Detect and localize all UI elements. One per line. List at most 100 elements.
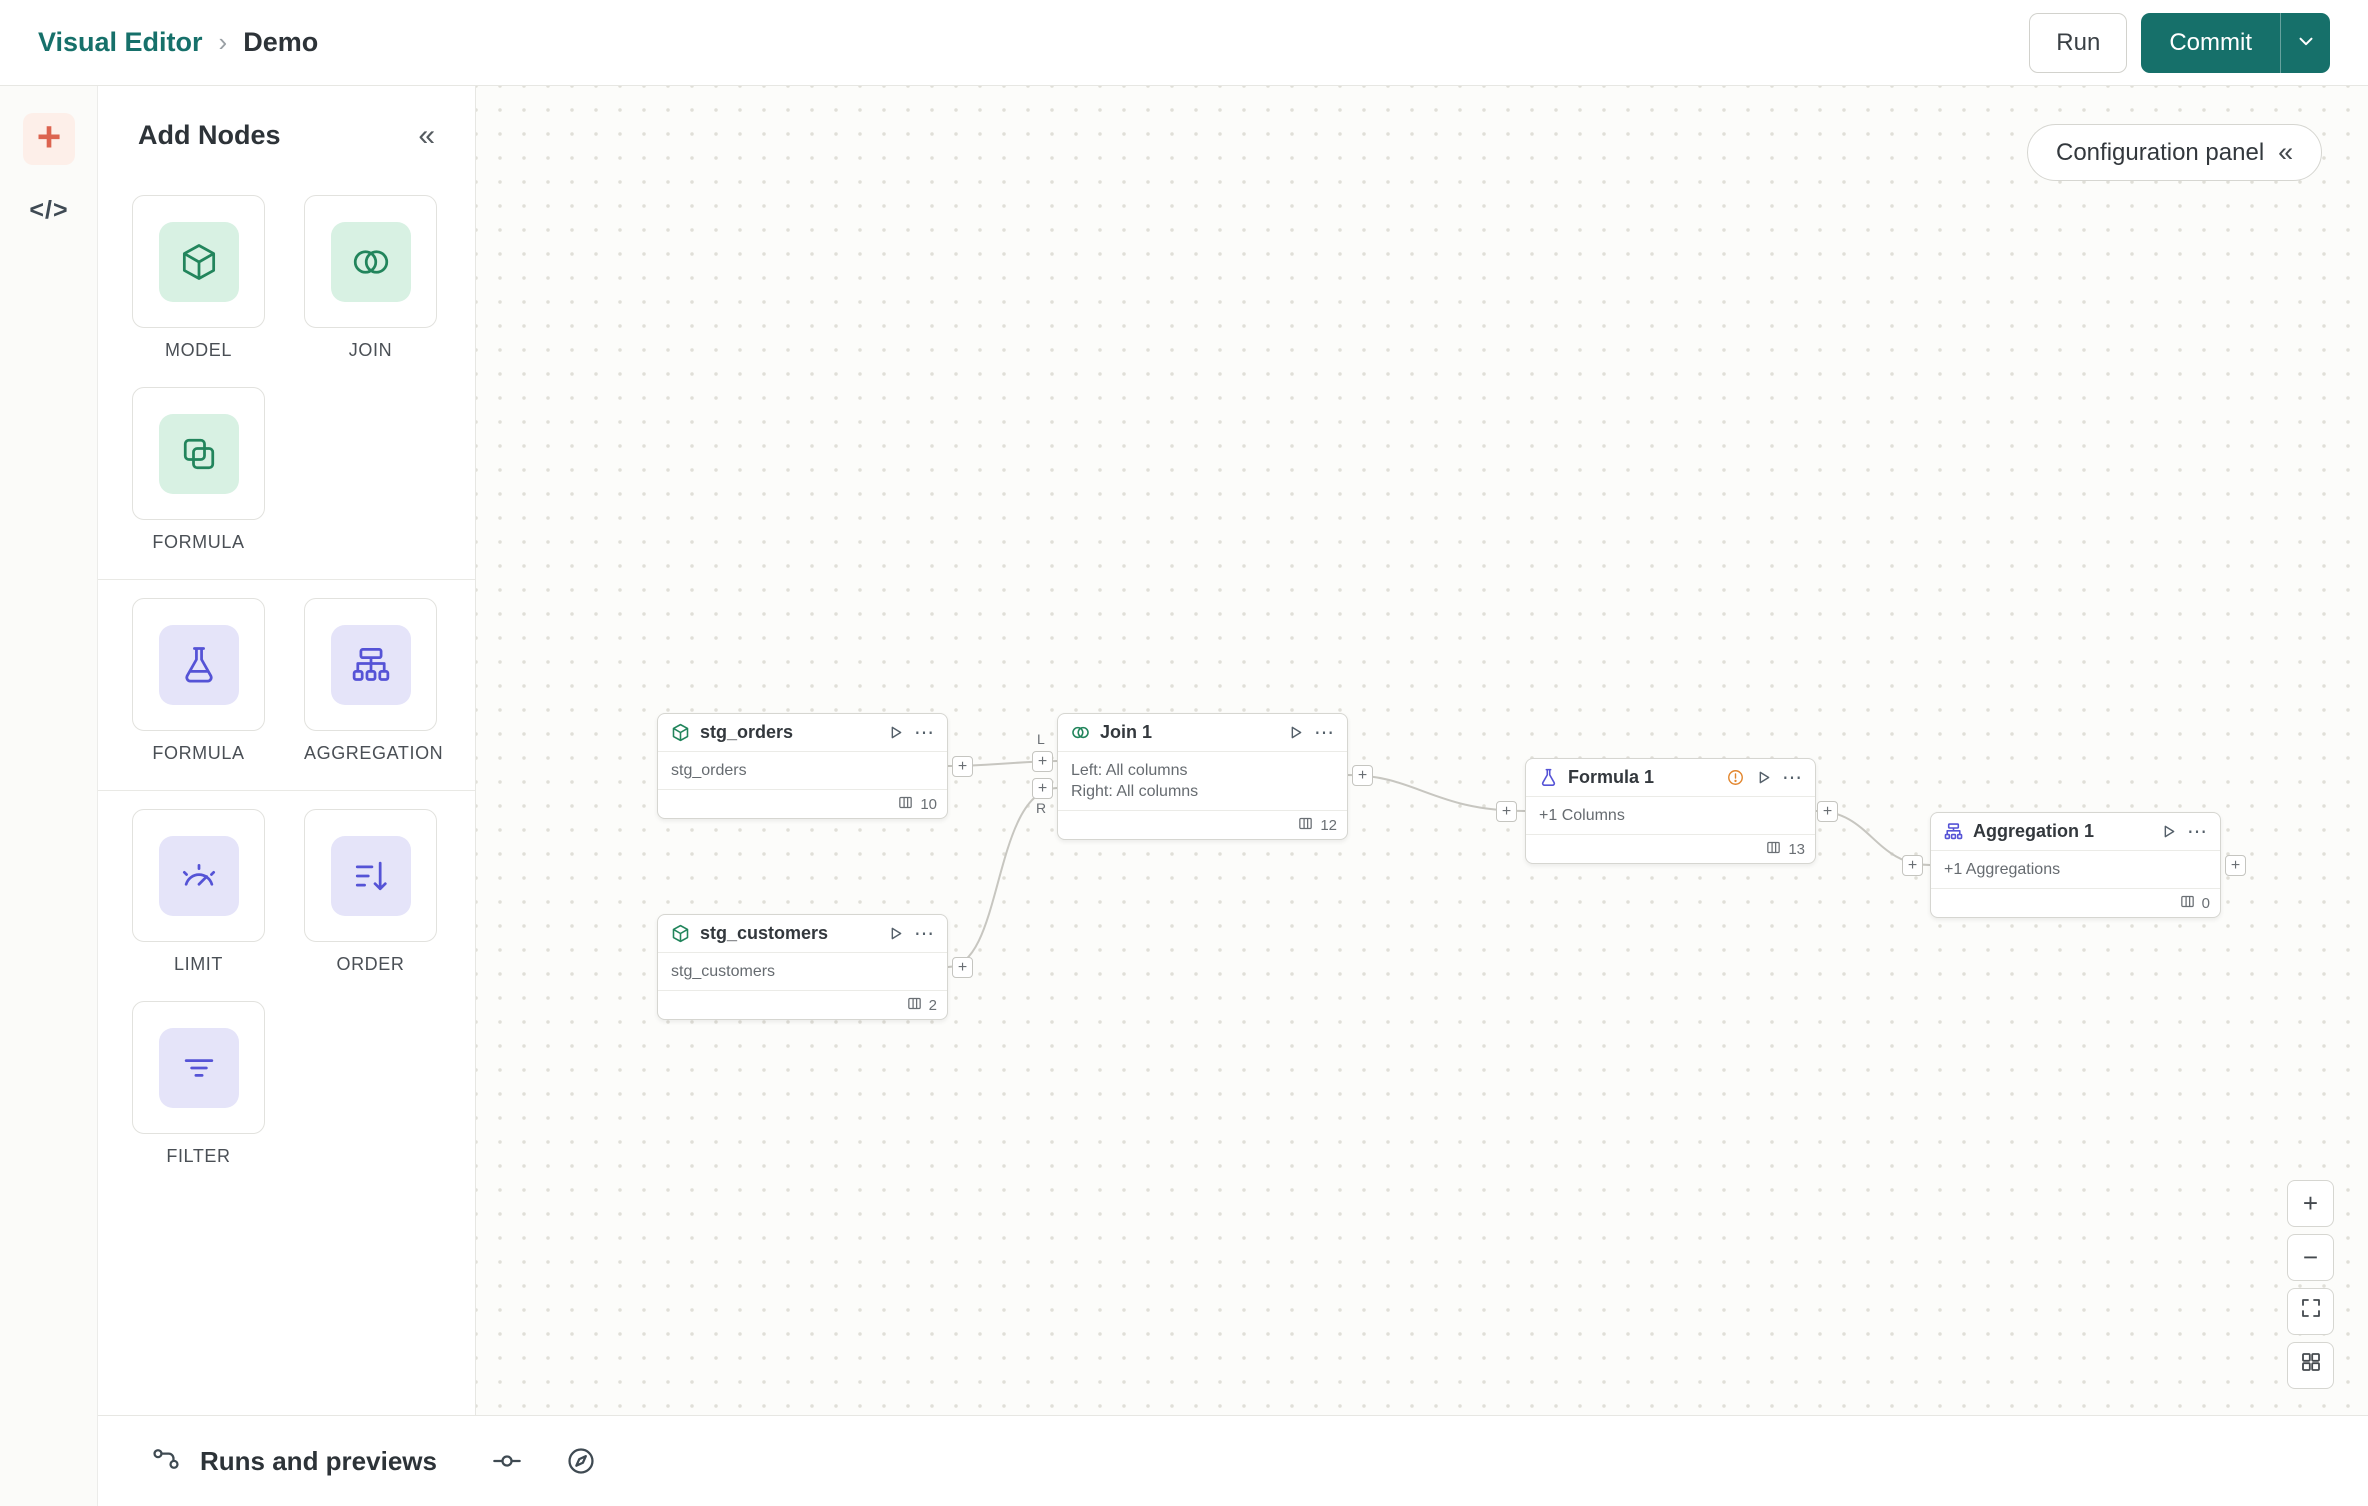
node-stg-orders[interactable]: stg_orders ⋯ stg_orders 10 [657,713,948,819]
ellipsis-menu-icon[interactable]: ⋯ [1782,766,1803,789]
columns-count: 2 [928,996,937,1014]
tile-aggregation-label: AGGREGATION [304,743,444,763]
commit-button[interactable]: Commit [2141,12,2280,73]
bottom-bar: Runs and previews [98,1415,2368,1506]
ellipsis-menu-icon[interactable]: ⋯ [2187,820,2208,843]
columns-count: 0 [2201,894,2210,912]
port-join-right-input[interactable]: + [1032,778,1053,799]
zoom-out-button[interactable]: − [2287,1234,2334,1281]
join-left-summary: Left: All columns [1071,762,1188,779]
code-view-button[interactable]: </> [0,196,98,225]
ellipsis-menu-icon[interactable]: ⋯ [914,721,935,744]
commit-dropdown-button[interactable] [2280,12,2330,73]
formula-flask-icon [1538,767,1559,788]
node-footer: 13 [1526,835,1815,863]
fit-view-button[interactable] [2287,1288,2334,1335]
node-join-1[interactable]: Join 1 ⋯ Left: All columns Right: All co… [1057,713,1348,840]
collapse-config-icon: « [2278,137,2294,167]
limit-gauge-icon [158,835,239,916]
node-body: +1 Aggregations [1931,851,2220,889]
columns-count-icon [906,995,923,1016]
layout-grid-icon [2299,1350,2323,1381]
configuration-panel-button[interactable]: Configuration panel « [2027,124,2323,181]
commit-node-icon[interactable] [491,1445,523,1477]
layout-grid-button[interactable] [2287,1342,2334,1389]
node-footer: 10 [658,790,947,818]
runs-and-previews-tab[interactable]: Runs and previews [150,1443,437,1480]
tile-model[interactable]: MODEL [132,195,265,361]
compass-icon[interactable] [565,1445,597,1477]
chevron-down-icon [2295,30,2317,55]
model-cube-icon [670,722,691,743]
runs-and-previews-label: Runs and previews [200,1445,437,1476]
tile-union-label: FORMULA [152,532,245,552]
play-icon[interactable] [886,723,905,742]
port-formula-input[interactable]: + [1496,801,1517,822]
tile-model-label: MODEL [164,340,232,360]
node-header: stg_orders ⋯ [658,714,947,752]
aggregation-tree-icon [330,624,411,705]
zoom-in-button[interactable]: + [2287,1180,2334,1227]
tile-union[interactable]: FORMULA [132,387,265,553]
node-aggregation-1[interactable]: Aggregation 1 ⋯ +1 Aggregations 0 [1930,812,2221,918]
run-button[interactable]: Run [2029,12,2128,73]
play-icon[interactable] [886,924,905,943]
formula-flask-icon [158,624,239,705]
port-stg-customers-output[interactable]: + [952,957,973,978]
port-formula-output[interactable]: + [1817,801,1838,822]
pipeline-canvas[interactable]: Configuration panel « stg_orders ⋯ stg_o… [476,86,2368,1415]
breadcrumb-demo: Demo [243,27,319,57]
port-aggregation-input[interactable]: + [1902,855,1923,876]
runs-icon [150,1443,182,1480]
tile-join-label: JOIN [348,340,393,360]
collapse-panel-icon[interactable]: « [418,118,435,152]
node-group-filters: LIMIT ORDER FILTER [98,791,475,1193]
play-icon[interactable] [1286,723,1305,742]
model-cube-icon [158,221,239,302]
node-group-sources: MODEL JOIN FORMULA [98,177,475,580]
add-nodes-panel: Add Nodes « MODEL JOIN FORMULA [98,86,476,1415]
add-nodes-title: Add Nodes [138,120,281,150]
tile-join[interactable]: JOIN [304,195,437,361]
columns-count-icon [897,794,914,815]
columns-count: 13 [1788,840,1805,858]
tile-aggregation[interactable]: AGGREGATION [304,598,444,764]
node-title: Join 1 [1100,722,1153,742]
breadcrumb: Visual Editor › Demo [38,27,318,58]
port-aggregation-output[interactable]: + [2225,855,2246,876]
port-join-left-input[interactable]: + [1032,751,1053,772]
node-header: Join 1 ⋯ [1058,714,1347,752]
tile-filter[interactable]: FILTER [132,1001,265,1167]
tile-limit-label: LIMIT [173,954,223,974]
port-join-output[interactable]: + [1352,765,1373,786]
port-stg-orders-output[interactable]: + [952,756,973,777]
breadcrumb-visual-editor[interactable]: Visual Editor [38,27,203,57]
ellipsis-menu-icon[interactable]: ⋯ [1314,721,1335,744]
tile-order[interactable]: ORDER [304,809,437,975]
left-rail: + </> [0,86,98,1506]
node-footer: 2 [658,991,947,1019]
tile-limit[interactable]: LIMIT [132,809,265,975]
union-squares-icon [158,413,239,494]
commit-button-group: Commit [2141,12,2330,73]
columns-count: 12 [1320,816,1337,834]
node-header: stg_customers ⋯ [658,915,947,953]
node-title: stg_orders [700,722,794,742]
node-footer: 0 [1931,889,2220,917]
node-stg-customers[interactable]: stg_customers ⋯ stg_customers 2 [657,914,948,1020]
play-icon[interactable] [1754,768,1773,787]
tile-formula-label: FORMULA [152,743,245,763]
top-header: Visual Editor › Demo Run Commit [0,0,2368,86]
join-right-summary: Right: All columns [1071,783,1199,800]
node-title: stg_customers [700,923,829,943]
node-formula-1[interactable]: Formula 1 ⋯ +1 Columns 13 [1525,758,1816,864]
play-icon[interactable] [2159,822,2178,841]
tile-formula[interactable]: FORMULA [132,598,265,764]
add-nodes-header: Add Nodes « [98,86,475,177]
add-node-rail-button[interactable]: + [23,113,75,165]
ellipsis-menu-icon[interactable]: ⋯ [914,922,935,945]
plus-icon: + [36,113,62,160]
aggregation-tree-icon [1943,821,1964,842]
columns-count: 10 [920,795,937,813]
